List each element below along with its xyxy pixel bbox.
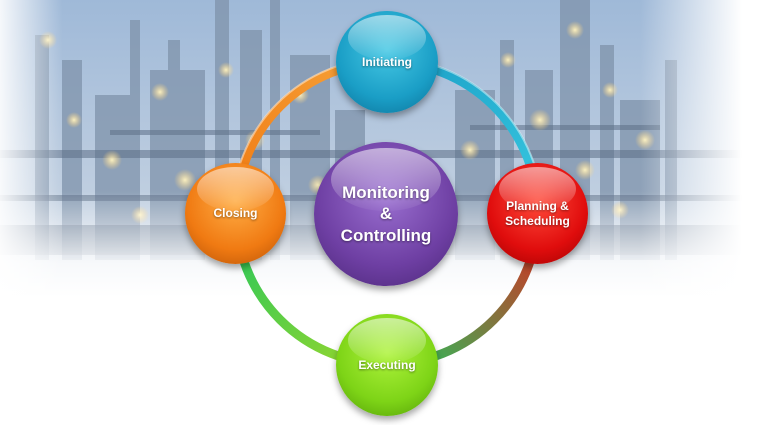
- node-monitoring-controlling: Monitoring & Controlling: [314, 142, 458, 286]
- node-planning-label-line2: Scheduling: [505, 213, 570, 228]
- center-label-line3: Controlling: [340, 225, 432, 245]
- center-label-line2: &: [379, 204, 393, 224]
- node-initiating: Initiating: [336, 11, 438, 113]
- node-initiating-label: Initiating: [362, 54, 412, 69]
- node-closing: Closing: [185, 163, 286, 264]
- node-executing-label: Executing: [358, 357, 416, 372]
- node-planning-scheduling: Planning & Scheduling: [487, 163, 588, 264]
- node-executing: Executing: [336, 314, 438, 416]
- node-closing-label: Closing: [213, 206, 258, 220]
- center-label-line1: Monitoring: [342, 183, 430, 203]
- node-planning-label-line1: Planning &: [506, 198, 569, 213]
